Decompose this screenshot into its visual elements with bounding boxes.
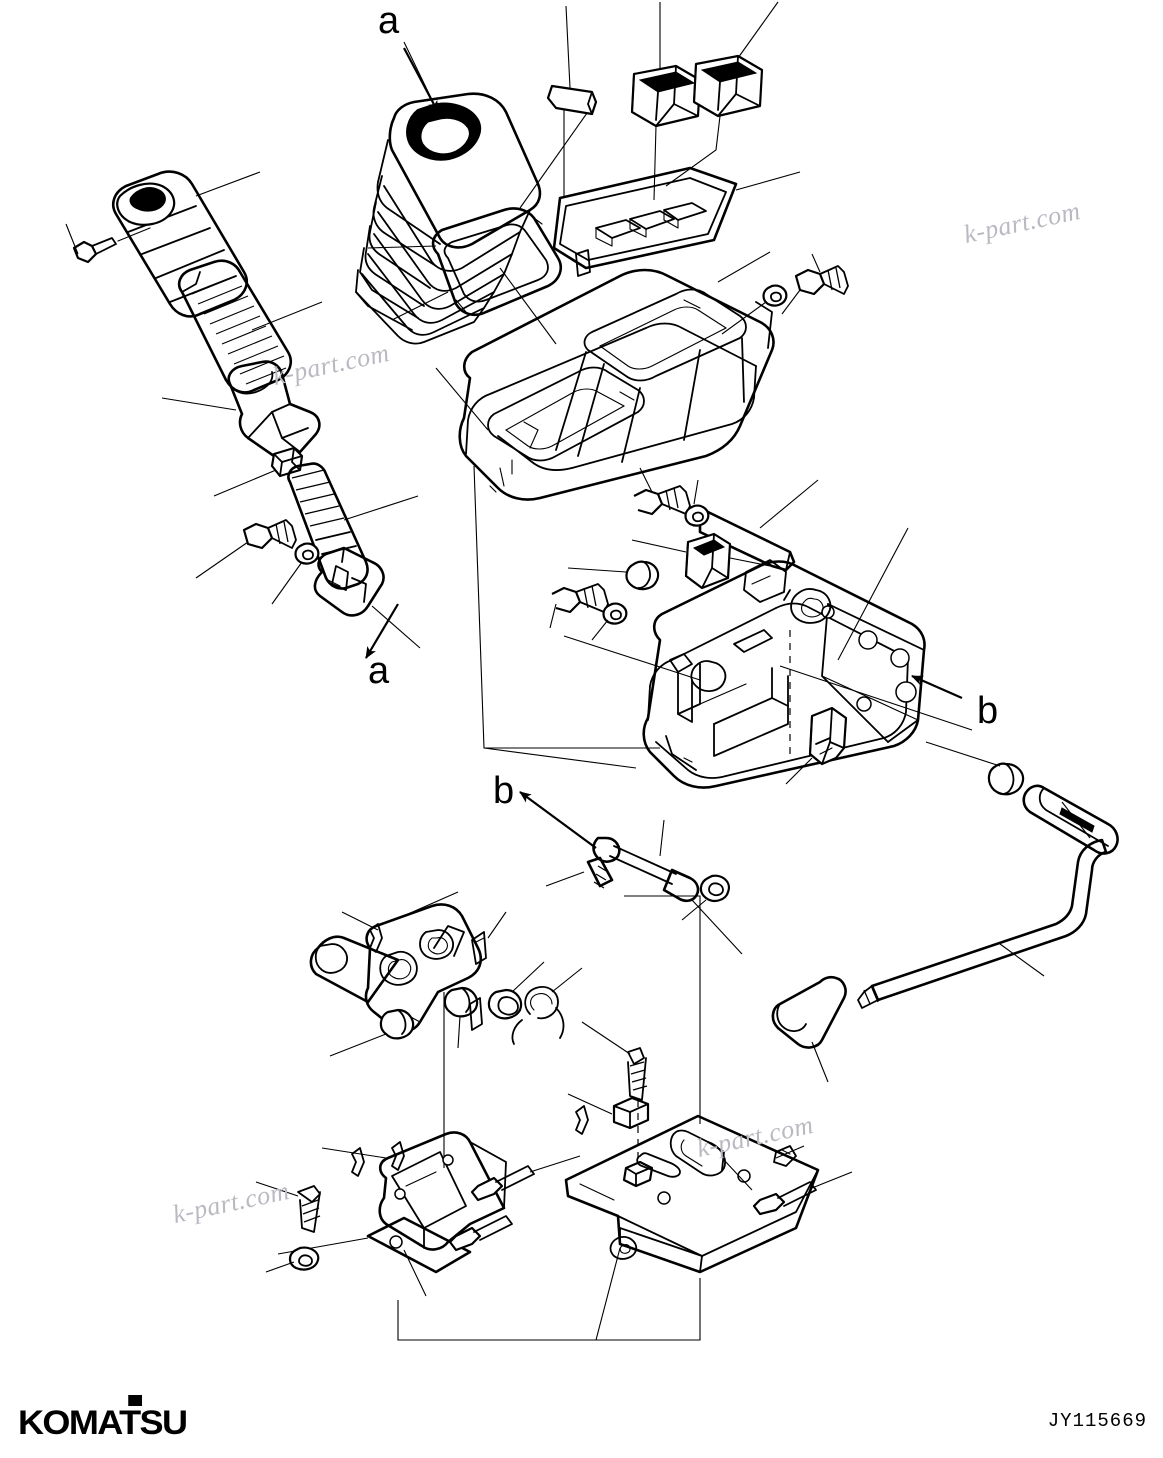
switch-panel [546,1,801,277]
joystick-knob-assembly [65,170,421,659]
komatsu-logo: KOMATSU [18,1395,188,1443]
callout-b-right: b [977,690,999,732]
komatsu-logo-tdot [128,1395,143,1406]
komatsu-logo-text: KOMATSU [18,1404,188,1442]
callout-a-lower: a [368,650,390,692]
lever-bracket [309,891,654,1188]
rubber-boot [355,41,593,345]
drawing-reference-number: JY115669 [1047,1410,1147,1432]
boot-retainer-frame [367,207,562,321]
control-rod [771,784,1119,1083]
console-frame [483,467,1025,796]
support-bracket [255,923,589,1297]
callout-a-upper: a [378,0,400,42]
mounting-plate [397,895,853,1341]
link-rod [519,791,743,955]
footer: KOMATSU JY115669 [0,1384,1163,1458]
callout-b-left: b [493,770,515,812]
